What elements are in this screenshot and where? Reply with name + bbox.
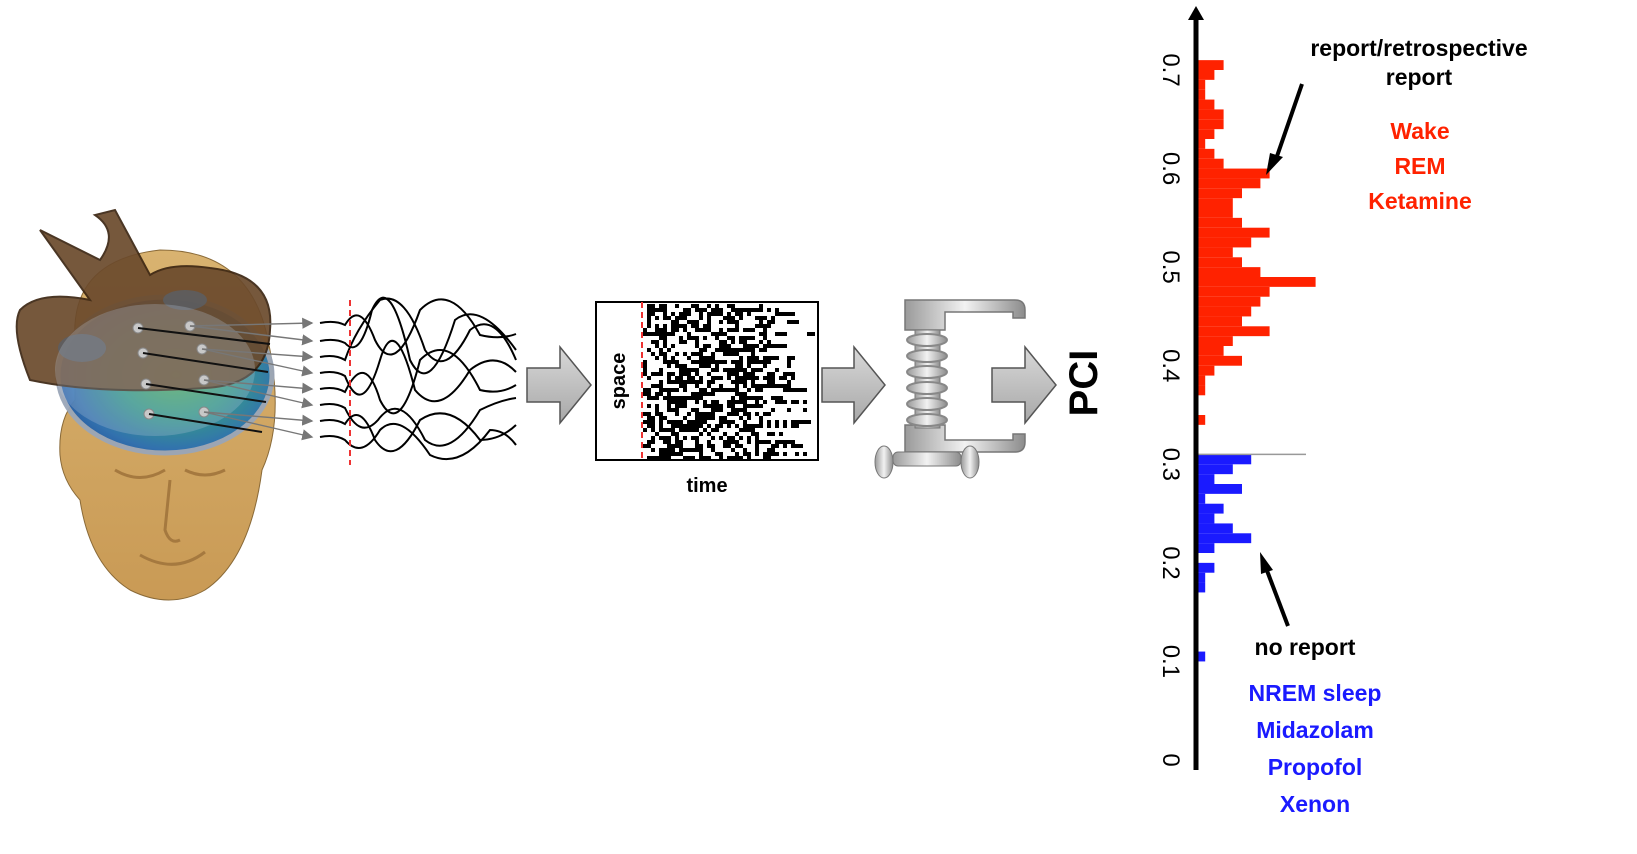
condition-propofol: Propofol [1267, 754, 1363, 780]
report-pointer-arrow [1266, 83, 1304, 175]
axis-tick-label-5: 0.5 [1157, 250, 1184, 283]
no-report-conditions: NREM sleep Midazolam Propofol Xenon [1205, 675, 1425, 823]
report-bar-31 [1196, 365, 1215, 376]
head-illustration [15, 208, 314, 601]
report-bar-7 [1196, 129, 1215, 139]
no-report-bar-5 [1196, 503, 1224, 514]
no-report-bar-4 [1196, 493, 1206, 504]
axis-tick-label-6: 0.6 [1157, 152, 1184, 185]
report-bar-28 [1196, 336, 1233, 346]
no-report-bar-1 [1196, 464, 1233, 475]
channel-arrows [189, 317, 314, 441]
report-bar-23 [1196, 286, 1270, 297]
report-bar-8 [1196, 139, 1206, 149]
report-bar-9 [1196, 148, 1215, 159]
report-bar-18 [1196, 237, 1252, 248]
report-bar-5 [1196, 109, 1224, 120]
condition-xenon: Xenon [1279, 791, 1351, 817]
no-report-pointer-arrow [1260, 552, 1290, 627]
report-bar-12 [1196, 178, 1261, 189]
axis-tick-label-4: 0.4 [1157, 349, 1184, 382]
flow-arrow-3 [991, 344, 1057, 426]
report-bar-32 [1196, 375, 1206, 386]
report-bar-29 [1196, 346, 1224, 356]
report-bar-22 [1196, 277, 1316, 287]
no-report-bar-0 [1196, 454, 1252, 465]
no-report-title: no report [1254, 634, 1356, 660]
no-report-bar-11 [1196, 572, 1206, 583]
pci-histogram: 0 0.1 0.2 0.3 0.4 0.5 0.6 0.7 [1157, 6, 1316, 770]
report-bar-6 [1196, 119, 1224, 130]
report-title: report/retrospective report [1258, 34, 1580, 92]
condition-nrem-sleep: NREM sleep [1248, 680, 1382, 706]
no-report-bar-13 [1196, 651, 1206, 662]
report-bar-17 [1196, 227, 1270, 238]
report-conditions: Wake REM Ketamine [1325, 114, 1515, 219]
report-bar-33 [1196, 385, 1206, 396]
axis-tick-label-2: 0.2 [1157, 546, 1184, 579]
compression-clamp-icon [874, 299, 1026, 479]
axis-tick-label-1: 0.1 [1157, 645, 1184, 678]
condition-ketamine: Ketamine [1368, 188, 1472, 214]
report-bar-27 [1196, 326, 1270, 337]
no-report-bar-2 [1196, 474, 1215, 484]
no-report-bar-12 [1196, 582, 1206, 593]
report-bar-30 [1196, 355, 1242, 366]
report-bar-11 [1196, 168, 1270, 179]
no-report-bar-9 [1196, 543, 1215, 553]
no-report-bar-7 [1196, 523, 1233, 534]
no-report-bar-8 [1196, 533, 1252, 544]
pci-label: PCI [1062, 350, 1106, 417]
no-report-bar-6 [1196, 513, 1215, 524]
axis-tick-label-0: 0 [1157, 753, 1184, 766]
no-report-bar-10 [1196, 562, 1215, 573]
report-bar-21 [1196, 267, 1261, 277]
report-bar-13 [1196, 188, 1242, 199]
raster-x-label: time [686, 475, 727, 497]
flow-arrow-1 [526, 344, 592, 426]
binary-raster-plot: space time [595, 301, 819, 497]
report-bar-20 [1196, 257, 1242, 268]
report-bar-2 [1196, 79, 1206, 90]
report-bar-25 [1196, 306, 1252, 317]
condition-rem: REM [1394, 153, 1446, 179]
condition-midazolam: Midazolam [1256, 717, 1374, 743]
report-bar-15 [1196, 208, 1233, 218]
axis-tick-label-7: 0.7 [1157, 53, 1184, 86]
report-bar-0 [1196, 60, 1224, 70]
report-bar-1 [1196, 70, 1215, 80]
report-bar-4 [1196, 99, 1215, 110]
no-report-bar-3 [1196, 484, 1242, 494]
report-title-line-2: report [1385, 64, 1453, 90]
report-bar-19 [1196, 247, 1233, 258]
condition-wake: Wake [1390, 118, 1450, 144]
eeg-traces [319, 296, 517, 460]
report-bar-3 [1196, 89, 1206, 100]
raster-y-label: space [608, 353, 630, 410]
report-bar-14 [1196, 198, 1233, 208]
report-title-line-1: report/retrospective [1310, 35, 1528, 61]
axis-tick-label-3: 0.3 [1157, 448, 1184, 481]
axis-arrowhead [1188, 6, 1204, 20]
flow-arrow-2 [821, 344, 886, 426]
report-bar-34 [1196, 415, 1206, 425]
report-bar-24 [1196, 296, 1261, 307]
report-bar-16 [1196, 217, 1242, 228]
report-bar-10 [1196, 158, 1224, 169]
report-bar-26 [1196, 316, 1242, 327]
